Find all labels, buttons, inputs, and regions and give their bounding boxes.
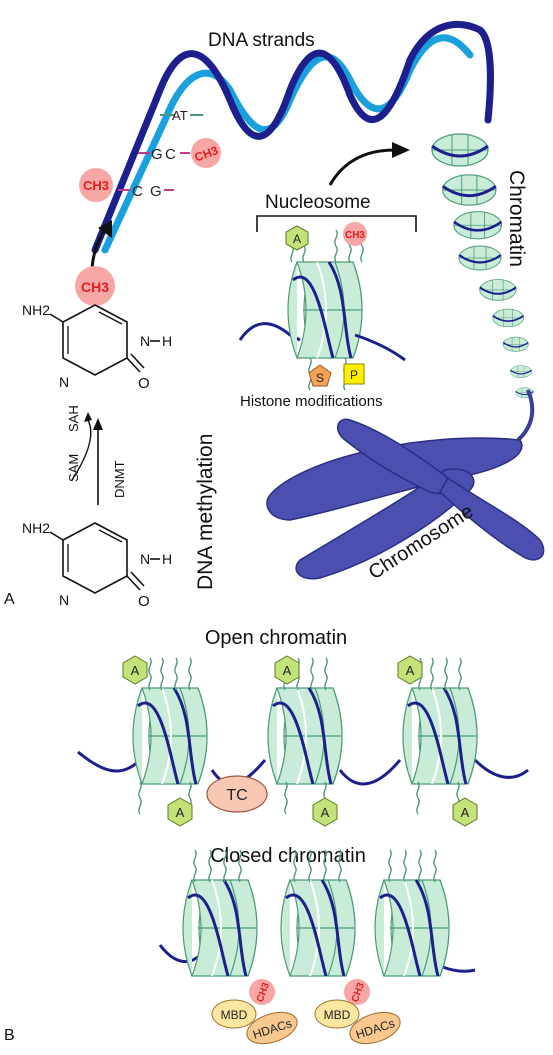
- chromatin-label: Chromatin: [505, 170, 528, 267]
- nucleosome-a: [238, 229, 406, 391]
- arrow-to-dna-head: [98, 220, 112, 238]
- svg-text:P: P: [350, 368, 358, 382]
- closed-methyl-mark-1: CH3: [249, 979, 275, 1005]
- closed-chromatin-title: Closed chromatin: [210, 845, 366, 867]
- open-chromatin-title: Open chromatin: [205, 627, 347, 649]
- methyl-mark-nucleosome: CH3: [343, 222, 367, 246]
- dna-strands-title: DNA strands: [208, 30, 315, 51]
- svg-text:NH2: NH2: [22, 520, 50, 536]
- phospho-mark: P: [343, 363, 365, 385]
- svg-text:N: N: [59, 592, 69, 608]
- acetyl-mark-nucleosome: A: [285, 225, 309, 251]
- svg-text:A: A: [321, 805, 330, 820]
- svg-text:A: A: [176, 805, 185, 820]
- methylation-reaction: SAM SAH DNMT: [66, 405, 127, 505]
- acetyl-mark-bottom-2: A: [312, 797, 338, 827]
- panel-label-a: A: [4, 591, 15, 608]
- nucleosome-bracket: [256, 215, 417, 232]
- svg-text:TC: TC: [226, 787, 247, 804]
- svg-text:A: A: [461, 805, 470, 820]
- svg-text:O: O: [138, 593, 150, 610]
- svg-text:N: N: [140, 551, 150, 567]
- open-chromatin-fiber: [77, 657, 529, 815]
- chromosome: [266, 389, 545, 580]
- mbd-protein-1: MBD: [211, 999, 257, 1029]
- svg-text:O: O: [138, 375, 150, 392]
- svg-text:A: A: [406, 663, 415, 678]
- svg-text:MBD: MBD: [324, 1008, 351, 1022]
- dna-double-helix: [91, 21, 494, 254]
- svg-text:A: A: [283, 663, 292, 678]
- pair-gc-right: C: [165, 146, 176, 163]
- svg-text:CH3: CH3: [83, 178, 109, 193]
- svg-text:MBD: MBD: [221, 1008, 248, 1022]
- dna-methyl-mark-1: CH3: [191, 138, 221, 168]
- nucleosome-title: Nucleosome: [265, 192, 371, 213]
- acetyl-mark-top-2: A: [274, 655, 300, 685]
- closed-methyl-mark-2: CH3: [344, 979, 370, 1005]
- sam-label: SAM: [66, 454, 81, 482]
- dna-strand-dark: [91, 21, 494, 254]
- dnmt-label: DNMT: [112, 460, 127, 498]
- closed-chromatin-fiber: [158, 849, 476, 978]
- hdacs-protein-1: HDACs: [246, 1011, 298, 1045]
- pair-cg-right: G: [150, 183, 162, 200]
- svg-text:H: H: [162, 551, 172, 567]
- sah-label: SAH: [66, 405, 81, 432]
- svg-text:NH2: NH2: [22, 302, 50, 318]
- pair-cg-left: C: [132, 183, 143, 200]
- svg-text:A: A: [131, 663, 140, 678]
- acetyl-mark-bottom-1: A: [167, 797, 193, 827]
- svg-text:H: H: [162, 333, 172, 349]
- serine-mark: S: [308, 364, 332, 387]
- histone-modifications-caption: Histone modifications: [240, 393, 383, 410]
- panel-label-b: B: [4, 1027, 15, 1044]
- arrow-to-chromatin: [328, 148, 396, 186]
- pair-at-label: AT: [172, 108, 188, 123]
- arrow-to-chromatin-head: [392, 142, 410, 158]
- cytosine: NH2 N H N O: [22, 520, 172, 610]
- svg-text:A: A: [293, 232, 301, 246]
- svg-text:CH3: CH3: [81, 279, 109, 295]
- svg-text:N: N: [140, 333, 150, 349]
- svg-text:S: S: [316, 371, 324, 385]
- methyl-cytosine: CH3 NH2 N H N O: [22, 266, 172, 392]
- open-acetyl-marks: A A A A A A: [122, 655, 478, 827]
- acetyl-mark-top-1: A: [122, 655, 148, 685]
- svg-text:N: N: [59, 374, 69, 390]
- acetyl-mark-bottom-3: A: [452, 797, 478, 827]
- dna-methyl-mark-2: CH3: [79, 168, 113, 202]
- tc-factor: TC: [206, 775, 268, 813]
- mbd-protein-2: MBD: [314, 999, 360, 1029]
- svg-text:CH3: CH3: [345, 230, 365, 241]
- dna-methylation-label: DNA methylation: [194, 434, 217, 590]
- base-pairs: AT G C C G: [118, 108, 203, 200]
- pair-gc-left: G: [151, 146, 163, 163]
- acetyl-mark-top-3: A: [397, 655, 423, 685]
